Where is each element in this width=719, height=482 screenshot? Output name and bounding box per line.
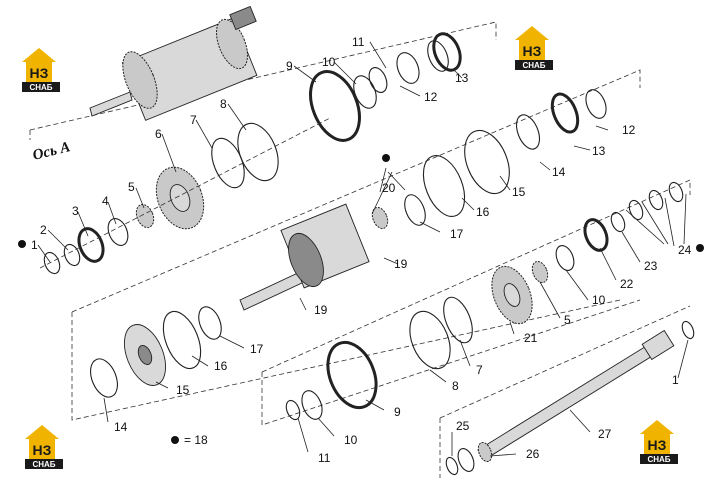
callout-label: 14 [114, 420, 128, 434]
logo-caption: СНАБ [647, 455, 670, 464]
logo-mark: НЗ [33, 442, 52, 458]
callout-label: 4 [102, 194, 109, 208]
upper-discs [211, 122, 279, 189]
callout-label: 21 [524, 331, 538, 345]
logo-bottom-right: НЗ СНАБ [640, 420, 678, 464]
callout-label: 10 [344, 433, 358, 447]
logo-top-right: НЗ СНАБ [515, 26, 553, 70]
callout-label: 5 [564, 313, 571, 327]
logo-top-left: НЗ СНАБ [22, 48, 60, 92]
top-clutch-assembly [89, 5, 258, 121]
upper-clutch-drum [309, 70, 377, 142]
callout-label: 5 [128, 180, 135, 194]
logo-caption: СНАБ [522, 61, 545, 70]
callout-label: 13 [592, 144, 606, 158]
callout-label: 10 [592, 293, 606, 307]
callout-label: 19 [394, 257, 408, 271]
callout-labels: 1 2 3 4 5 6 7 8 9 10 11 12 13 12 13 14 1… [31, 35, 692, 465]
legend-dot-marker [696, 244, 704, 252]
callout-label: 1 [31, 238, 38, 252]
callout-label: 7 [476, 363, 483, 377]
callout-label: 15 [512, 185, 526, 199]
legend-dot-marker [18, 240, 26, 248]
logo-caption: СНАБ [32, 460, 55, 469]
callout-label: 12 [622, 123, 636, 137]
lower-clutch-drum [285, 340, 378, 421]
lower-discs [409, 296, 473, 370]
callout-label: 11 [318, 451, 331, 465]
callout-label: 16 [476, 205, 490, 219]
logo-mark: НЗ [523, 43, 542, 59]
callout-label: 7 [190, 113, 197, 127]
callout-label: 22 [620, 277, 634, 291]
boundary-lines [29, 21, 691, 478]
legend: = 18 [171, 433, 208, 447]
upper-snap-rings [368, 32, 462, 93]
callout-label: 8 [220, 97, 227, 111]
gear-cluster [43, 166, 205, 275]
callout-label: 20 [382, 181, 396, 195]
callout-label: 23 [644, 259, 658, 273]
lower-left-pack [90, 306, 222, 398]
callout-label: 9 [286, 59, 293, 73]
callout-label: 15 [176, 383, 190, 397]
callout-label: 10 [322, 55, 336, 69]
callout-label: 12 [424, 90, 438, 104]
callout-label: 26 [526, 447, 540, 461]
callout-label: 17 [450, 227, 464, 241]
callout-label: 19 [314, 303, 328, 317]
callout-label: 25 [456, 419, 470, 433]
axis-line [39, 117, 331, 269]
callout-label: 27 [598, 427, 612, 441]
axis-label: Ось А [31, 139, 72, 164]
callout-label: 3 [72, 204, 79, 218]
logo-mark: НЗ [30, 65, 49, 81]
callout-label: 24 [678, 243, 692, 257]
callout-label: 6 [155, 127, 162, 141]
callout-label: 1 [672, 373, 679, 387]
leader-lines [37, 41, 689, 457]
callout-label: 9 [394, 405, 401, 419]
callout-label: 14 [552, 165, 566, 179]
callout-label: 11 [352, 35, 365, 49]
legend-text: = 18 [184, 433, 208, 447]
right-clutch-pack [404, 89, 607, 226]
callout-label: 13 [455, 71, 469, 85]
long-shaft [445, 320, 695, 476]
planetary-carrier [239, 154, 390, 311]
callout-label: 8 [452, 379, 459, 393]
logo-bottom-left: НЗ СНАБ [25, 425, 63, 469]
logo-caption: СНАБ [29, 83, 52, 92]
logo-mark: НЗ [648, 437, 667, 453]
callout-label: 2 [40, 223, 47, 237]
callout-label: 17 [250, 342, 264, 356]
callout-label: 16 [214, 359, 228, 373]
lower-gear-cluster [491, 181, 684, 325]
